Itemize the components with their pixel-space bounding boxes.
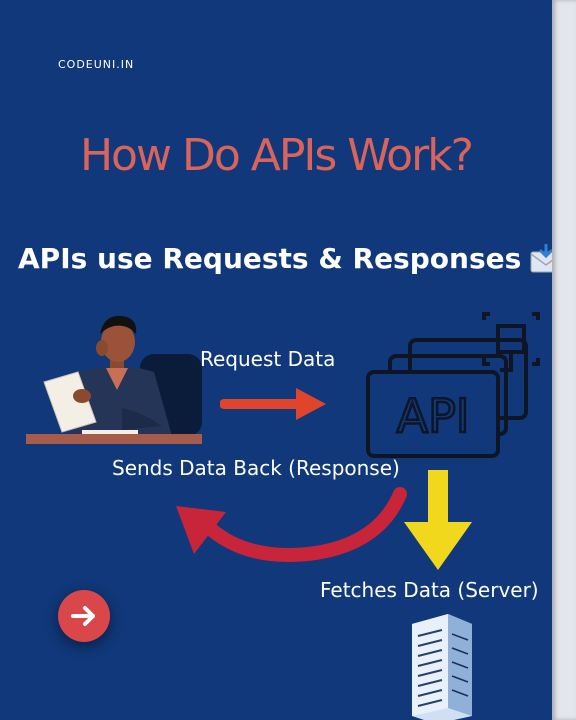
fetch-arrow [404,470,472,570]
subtitle: APIs use Requests & Responses [18,242,552,275]
api-box-text: API [397,389,470,443]
slide: CODEUNI.IN How Do APIs Work? APIs use Re… [0,0,552,720]
side-rail [552,0,576,720]
arrow-right-icon [71,606,95,626]
person-at-desk-illustration [26,315,202,444]
response-label: Sends Data Back (Response) [112,456,400,480]
request-arrow [220,388,326,420]
subtitle-text: APIs use Requests & Responses [18,242,522,275]
page-title: How Do APIs Work? [79,130,474,181]
brand-label: CODEUNI.IN [58,58,135,71]
envelope-icon [530,243,552,272]
request-data-label: Request Data [200,347,336,371]
next-button[interactable] [58,590,110,642]
api-icon: API [366,312,540,458]
server-rack-icon [412,614,472,720]
response-arrow [176,487,407,562]
fetch-data-label: Fetches Data (Server) [320,578,539,602]
